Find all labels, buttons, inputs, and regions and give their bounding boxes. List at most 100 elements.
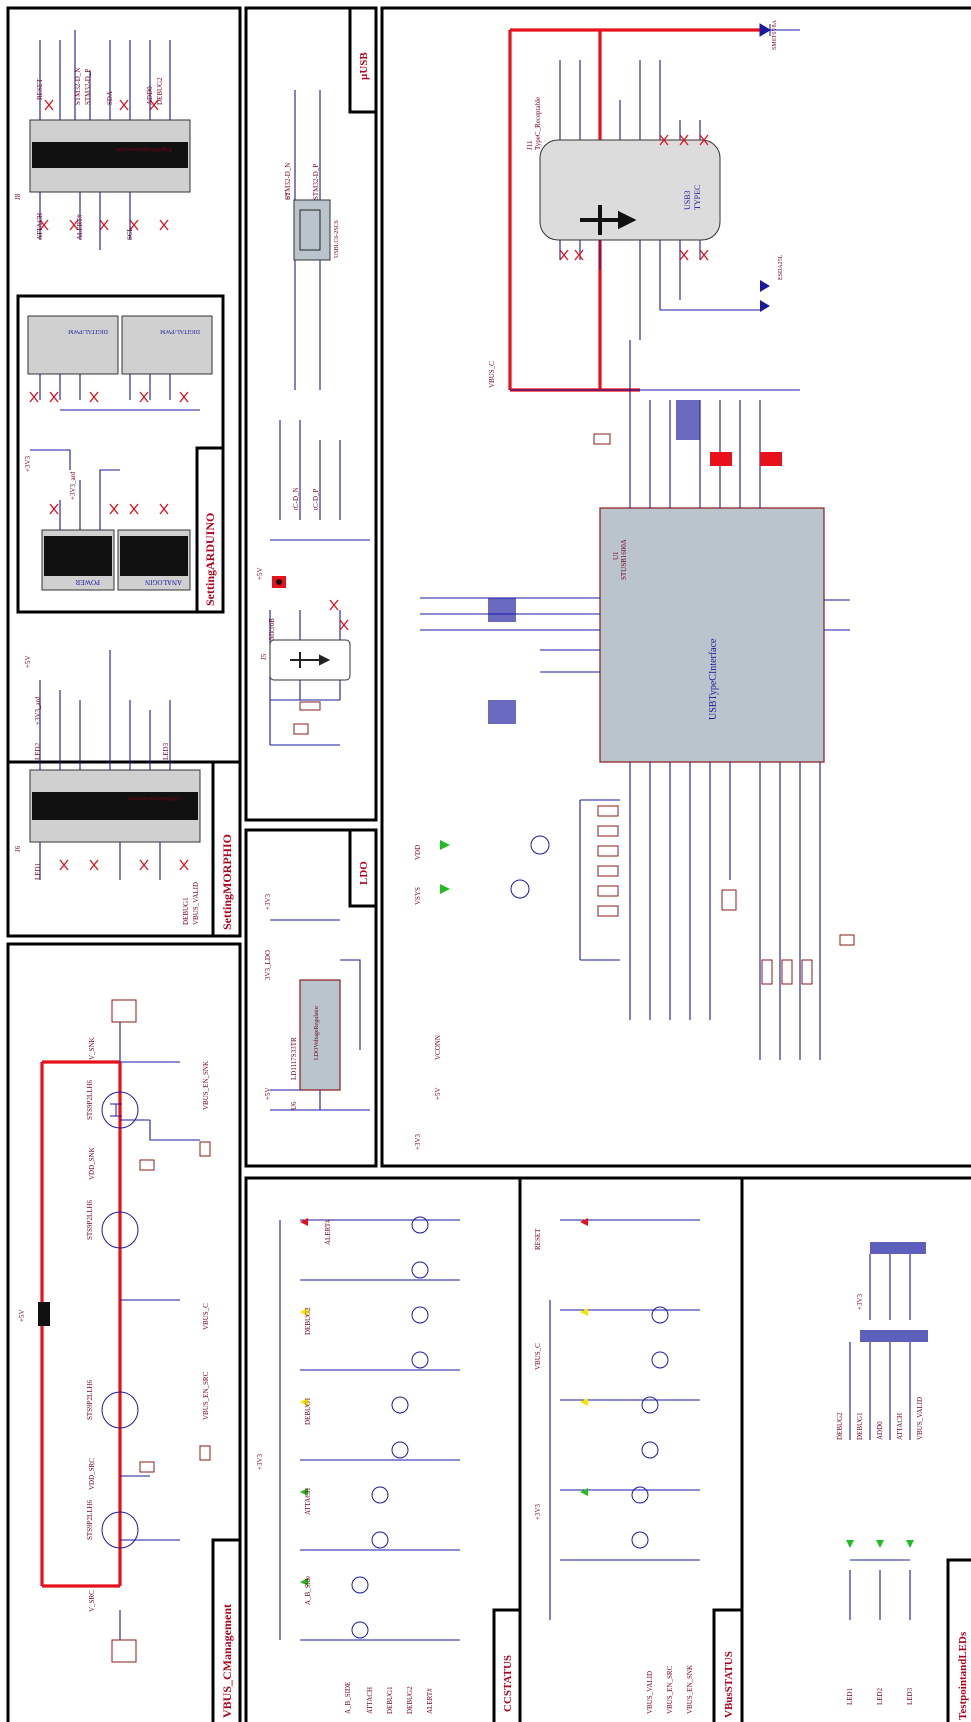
ldo-section: LDOVoltageRegulator LD1117S33TR U6 +3V3 … [264, 893, 370, 1111]
title-setting-arduino: SettingARDUINO [203, 513, 217, 606]
svg-text:VBUS_C: VBUS_C [488, 361, 496, 388]
main-leds [440, 835, 550, 899]
frame-setting-morpho [6, 6, 242, 938]
stusb-ic [599, 507, 825, 763]
title-vbus-cmanagement: VBUS_CManagement [220, 1604, 234, 1718]
header-j17 [860, 1330, 928, 1342]
svg-text:POWER: POWER [75, 578, 100, 586]
svg-text:STM32-D_P: STM32-D_P [84, 69, 92, 105]
svg-text:DEBUG2: DEBUG2 [836, 1412, 844, 1440]
jumper-j12 [710, 452, 732, 466]
frame-ldo [244, 828, 378, 1168]
morpho-right-connector: RightMorphoconnector RESET STM32-D_N STM… [14, 30, 191, 250]
svg-text:STM32-D_N: STM32-D_N [74, 68, 82, 105]
section-titles: SettingMORPHIO SettingARDUINO µUSB LDO V… [203, 52, 969, 1720]
svg-text:STM32-D_P: STM32-D_P [312, 164, 320, 200]
svg-text:+5V: +5V [18, 1309, 26, 1322]
svg-text:SCL: SCL [126, 227, 134, 240]
mosfet-u3: STS9P2LLH6 [86, 1499, 139, 1549]
mosfet-u4: STS9P2LLH6 [86, 1199, 139, 1249]
svg-text:J11: J11 [526, 140, 534, 150]
svg-text:ANALOGIN: ANALOGIN [145, 578, 182, 586]
svg-text:DEBUG2: DEBUG2 [156, 77, 164, 105]
svg-text:LDOVoltageRegulator: LDOVoltageRegulator [314, 1006, 320, 1060]
svg-text:VDD_SNK: VDD_SNK [88, 1147, 96, 1180]
svg-text:STS9P2LLH6: STS9P2LLH6 [86, 1499, 94, 1540]
svg-text:VBUS_VALID: VBUS_VALID [646, 1671, 654, 1714]
svg-text:+5V: +5V [256, 567, 264, 580]
svg-text:+5V: +5V [24, 655, 32, 668]
title-pusb: µUSB [358, 52, 370, 80]
title-testpoint-leds: TestpointandLEDs [957, 1631, 969, 1720]
svg-text:ALERT#: ALERT# [76, 214, 84, 240]
svg-text:VDD_SRC: VDD_SRC [88, 1458, 96, 1490]
title-ccstatus: CCSTATUS [502, 1655, 514, 1712]
svg-text:VBUS_C: VBUS_C [202, 1303, 210, 1330]
frame-main [380, 6, 971, 1168]
mosfet-u5: STS9P2LLH6 [86, 1079, 139, 1129]
svg-text:LeftMorphoconnector: LeftMorphoconnector [127, 795, 180, 802]
svg-text:J8: J8 [14, 193, 22, 200]
jumper-j10 [488, 598, 516, 622]
svg-text:+5V: +5V [434, 1087, 442, 1100]
title-ldo: LDO [358, 861, 370, 885]
svg-text:ADD0: ADD0 [876, 1421, 884, 1440]
svg-text:V_SNK: V_SNK [88, 1037, 96, 1060]
svg-text:STM32-D_N: STM32-D_N [284, 163, 292, 200]
section-frames [6, 6, 971, 1722]
svg-text:LED2: LED2 [34, 742, 42, 760]
frame-pusb [244, 6, 378, 822]
svg-text:SDA: SDA [106, 91, 114, 105]
jumper-j9 [488, 700, 516, 724]
svg-text:+3V3_ard: +3V3_ard [34, 696, 42, 725]
svg-text:A_B_Side: A_B_Side [304, 1576, 312, 1605]
svg-text:+3V3: +3V3 [264, 893, 272, 910]
svg-text:J6: J6 [14, 845, 22, 852]
jumper-j14 [760, 452, 782, 466]
svg-text:TYPEC: TYPEC [693, 185, 702, 210]
svg-text:ESDA25L: ESDA25L [778, 254, 784, 280]
svg-text:+3V3: +3V3 [256, 1453, 264, 1470]
svg-text:+3V3: +3V3 [856, 1293, 864, 1310]
svg-text:VBUS_EN_SNK: VBUS_EN_SNK [202, 1061, 210, 1110]
frame-vbus-cmanagement [6, 942, 242, 1722]
svg-text:+3V3: +3V3 [534, 1503, 542, 1520]
svg-text:+5V: +5V [264, 1087, 272, 1100]
svg-text:VSYS: VSYS [414, 887, 422, 905]
morpho-left-connector: LeftMorphoconnector +5V +3V3_ard LED2 LE… [14, 650, 201, 925]
svg-text:VBUS_VALID: VBUS_VALID [916, 1397, 924, 1440]
svg-text:DEBUG2: DEBUG2 [406, 1686, 414, 1714]
cc-led-column [300, 1218, 308, 1586]
arduino-connectors: DIGITAL/PWM DIGITAL/PWM POWER ANALOGIN +… [24, 315, 213, 591]
svg-text:DIGITAL/PWM: DIGITAL/PWM [67, 328, 108, 334]
svg-text:LED1: LED1 [34, 862, 42, 880]
frame-vbusstatus [518, 1176, 744, 1722]
svg-text:USBTypeCInterface: USBTypeCInterface [708, 638, 719, 720]
svg-text:tC-D_N: tC-D_N [292, 487, 300, 510]
cc-transistors [351, 1216, 429, 1639]
svg-text:DEBUG1: DEBUG1 [856, 1412, 864, 1440]
svg-text:ATTACH: ATTACH [896, 1413, 904, 1440]
esd-chip [293, 199, 331, 261]
svg-text:MicroB: MicroB [268, 618, 276, 640]
svg-text:DIGITAL/PWM: DIGITAL/PWM [159, 328, 200, 334]
usb-typec-receptacle [539, 139, 721, 241]
main-resistor-ladder [593, 433, 855, 985]
svg-text:LED3: LED3 [906, 1687, 914, 1705]
title-vbusstatus: VBusSTATUS [723, 1651, 735, 1718]
svg-text:DEBUG1: DEBUG1 [386, 1686, 394, 1714]
svg-text:ADD0: ADD0 [146, 86, 154, 105]
svg-text:A_B_SIDE: A_B_SIDE [344, 1682, 352, 1714]
svg-text:VBUS_C: VBUS_C [534, 1343, 542, 1370]
svg-text:ALERT#: ALERT# [426, 1688, 434, 1714]
testpoint-leds-section: +3V3 DEBUG2 DEBUG1 ADD0 ATTACH VBUS_VALI… [836, 1242, 928, 1705]
svg-text:ATTACH: ATTACH [304, 1488, 312, 1515]
svg-text:RESET: RESET [36, 78, 44, 100]
mosfet-u2: STS9P2LLH6 [86, 1379, 139, 1429]
main-section: USB3 TYPEC TypeC_Receptable J11 SM6T6V8A… [414, 19, 855, 1150]
svg-text:VBUS_EN_SRC: VBUS_EN_SRC [666, 1665, 674, 1714]
svg-text:J5: J5 [260, 653, 268, 660]
svg-text:VBUS_EN_SNK: VBUS_EN_SNK [686, 1665, 694, 1714]
svg-text:3V3_LDO: 3V3_LDO [264, 950, 272, 980]
